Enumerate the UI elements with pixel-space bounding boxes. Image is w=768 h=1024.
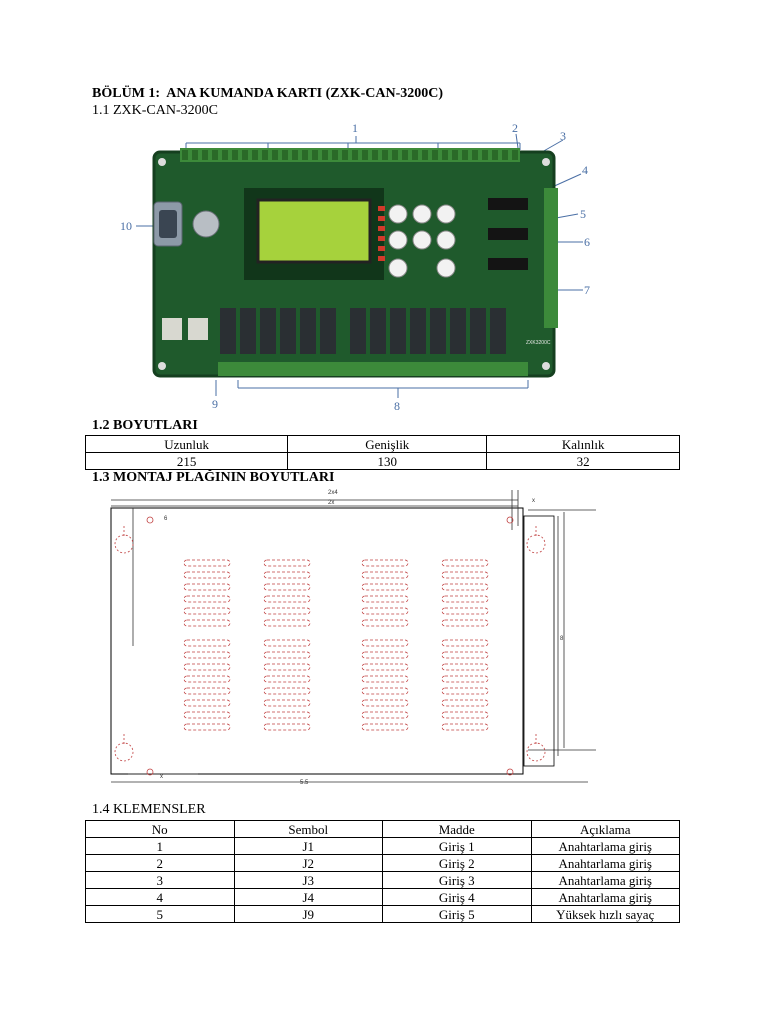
callout-8: 8	[394, 399, 400, 413]
power-connector-1	[162, 318, 182, 340]
terminals-table: No Sembol Madde Açıklama 1 J1 Giriş 1 An…	[85, 820, 680, 923]
callout-10: 10	[120, 219, 132, 233]
table-cell: J4	[233, 888, 383, 906]
section-title: BÖLÜM 1: ANA KUMANDA KARTI (ZXK-CAN-3200…	[92, 86, 444, 101]
dim-label-bottom: x	[160, 774, 163, 780]
table-cell: 5	[85, 905, 235, 923]
callout-1: 1	[352, 121, 358, 135]
table-cell: 1	[85, 837, 235, 855]
table-cell: Anahtarlama giriş	[530, 837, 680, 855]
table-cell: J2	[233, 854, 383, 872]
mounting-title: 1.3 MONTAJ PLAĞININ BOYUTLARI	[92, 470, 335, 485]
table-cell: 3	[85, 871, 235, 889]
ic-chips	[488, 198, 528, 270]
lcd-screen	[256, 198, 372, 264]
plate-outline	[110, 507, 524, 775]
keyhole-slots	[114, 526, 546, 762]
table-cell: Giriş 5	[382, 905, 532, 923]
table-cell: J9	[233, 905, 383, 923]
table-cell: 2	[85, 854, 235, 872]
dimensions-table: Uzunluk Genişlik Kalınlık 215 130 32	[84, 435, 680, 470]
table-header: Sembol	[233, 820, 383, 838]
callout-5: 5	[580, 207, 586, 221]
table-cell: 32	[486, 452, 680, 470]
table-header: Madde	[382, 820, 532, 838]
dim-label-width-inner: 2x	[328, 500, 334, 506]
led-column	[378, 206, 385, 261]
keypad-buttons	[388, 204, 456, 278]
table-row: Uzunluk Genişlik Kalınlık	[84, 435, 680, 453]
table-header: Açıklama	[530, 820, 680, 838]
bottom-terminal-block	[218, 362, 528, 376]
table-cell: Giriş 3	[382, 871, 532, 889]
table-cell: J3	[233, 871, 383, 889]
dimension-lines	[111, 490, 596, 783]
table-cell: 4	[85, 888, 235, 906]
table-cell: J1	[233, 837, 383, 855]
right-terminal-block	[544, 188, 558, 328]
table-header: Kalınlık	[486, 435, 680, 453]
dim-label-offset: x	[532, 498, 535, 504]
relay-row	[220, 308, 506, 354]
top-terminal-block	[180, 148, 520, 162]
table-header: Genişlik	[287, 435, 488, 453]
callout-4: 4	[582, 163, 588, 177]
table-cell: Giriş 4	[382, 888, 532, 906]
dim-label-hole: 6	[164, 516, 168, 522]
dim-label-height: 8	[560, 636, 564, 642]
board-photo: 1 2 3 4 5 6 7 8 9 10 ZXK3200C	[120, 121, 590, 413]
table-cell: Yüksek hızlı sayaç	[530, 905, 680, 923]
table-row: 3 J3 Giriş 3 Anahtarlama giriş	[85, 871, 680, 889]
callout-3: 3	[560, 129, 566, 143]
table-row: 4 J4 Giriş 4 Anahtarlama giriş	[85, 888, 680, 906]
dimensions-title: 1.2 BOYUTLARI	[92, 418, 198, 433]
table-row: 5 J9 Giriş 5 Yüksek hızlı sayaç	[85, 905, 680, 923]
dim-label-length: 5.5	[300, 780, 309, 786]
table-row: 215 130 32	[84, 452, 680, 470]
callout-2: 2	[512, 121, 518, 135]
table-cell: Giriş 1	[382, 837, 532, 855]
callout-6: 6	[584, 235, 590, 249]
terminals-title: 1.4 KLEMENSLER	[92, 802, 206, 817]
mounting-drawing: 2x4 2x x 6 8 x 5.5	[110, 490, 596, 786]
table-header: No	[85, 820, 235, 838]
table-cell: Giriş 2	[382, 854, 532, 872]
table-cell: Anahtarlama giriş	[530, 854, 680, 872]
callout-9: 9	[212, 397, 218, 411]
mounting-holes	[158, 158, 550, 370]
table-cell: 215	[84, 452, 289, 470]
dim-label-width-outer: 2x4	[328, 490, 338, 496]
board-label: ZXK3200C	[526, 340, 551, 346]
table-header: Uzunluk	[84, 435, 289, 453]
table-cell: Anahtarlama giriş	[530, 888, 680, 906]
table-cell: 130	[287, 452, 488, 470]
small-holes	[146, 516, 514, 776]
vent-slots	[183, 559, 489, 731]
table-row: No Sembol Madde Açıklama	[85, 820, 680, 838]
table-cell: Anahtarlama giriş	[530, 871, 680, 889]
section-subtitle: 1.1 ZXK-CAN-3200C	[92, 103, 218, 118]
power-connector-2	[188, 318, 208, 340]
battery	[192, 210, 220, 238]
callout-7: 7	[584, 283, 590, 297]
table-row: 1 J1 Giriş 1 Anahtarlama giriş	[85, 837, 680, 855]
table-row: 2 J2 Giriş 2 Anahtarlama giriş	[85, 854, 680, 872]
